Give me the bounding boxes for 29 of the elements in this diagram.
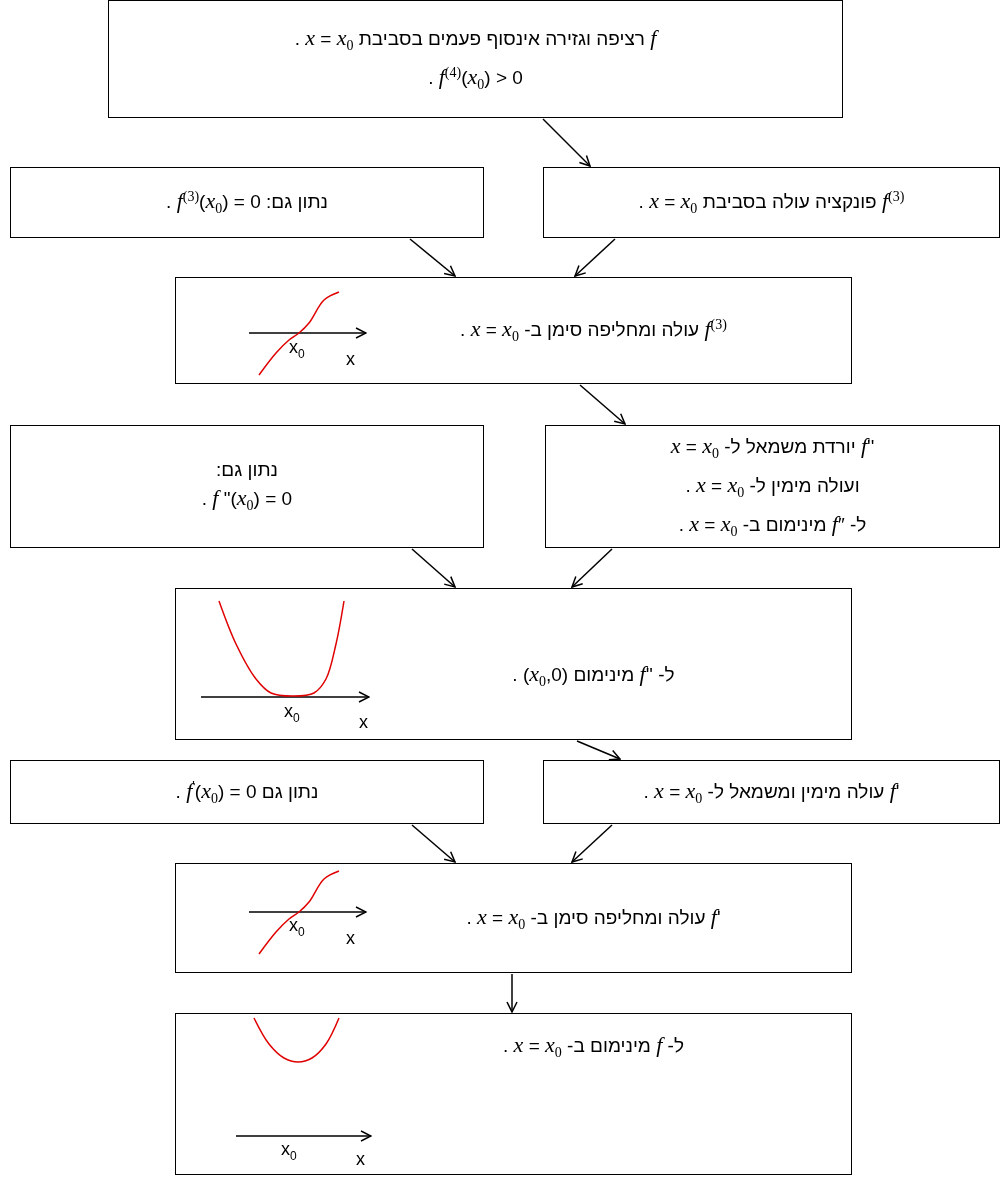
arrow — [506, 973, 518, 1013]
process-box — [10, 167, 484, 238]
arrow — [579, 384, 626, 425]
axis-label: x — [346, 929, 355, 947]
process-box — [543, 760, 1000, 824]
axis-label: x$_{0}$ — [289, 916, 305, 938]
process-box — [10, 760, 484, 824]
process-box — [175, 863, 852, 973]
process-box — [175, 588, 852, 740]
process-box — [10, 425, 484, 548]
arrow — [411, 548, 456, 588]
process-box — [108, 0, 843, 118]
process-box — [175, 277, 852, 384]
arrow — [574, 238, 616, 277]
process-box — [175, 1013, 852, 1175]
axis-label: x$_{0}$ — [281, 1140, 297, 1162]
axis-label: x$_{0}$ — [289, 338, 305, 360]
axis-label: x — [356, 1150, 365, 1168]
axis-label: x — [346, 350, 355, 368]
axis-label: x — [359, 713, 368, 731]
arrow — [571, 548, 613, 588]
process-box — [545, 425, 1000, 548]
arrow — [409, 238, 456, 277]
statement-text: f$^{(4)}$(x$_{0}$) > 0 . — [428, 63, 523, 94]
process-box — [543, 167, 1000, 238]
axis-label: x$_{0}$ — [284, 702, 300, 724]
arrow — [411, 824, 456, 863]
arrow — [571, 824, 613, 863]
arrow — [542, 118, 591, 167]
